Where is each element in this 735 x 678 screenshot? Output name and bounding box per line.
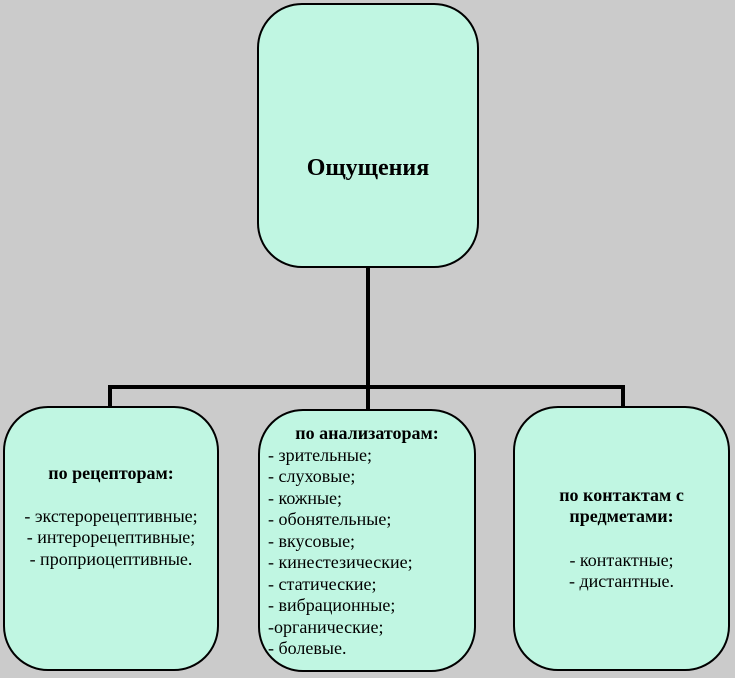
list-item: - вибрационные; [268,595,396,615]
root-box-title: Ощущения [306,155,430,181]
list-item: - интерорецептивные; [26,527,196,547]
branch-header-contacts: по контактам с предметами: [559,484,684,527]
list-item: - контактные; [569,549,674,570]
connector-to-receptors-box [108,385,112,409]
list-item: - обонятельные; [268,509,392,529]
list-item: - экстерорецептивные; [24,505,198,526]
root-box-sensations: Ощущения [257,3,479,268]
branch-box-analyzers: по анализаторам: - зрительные; - слуховы… [258,409,476,672]
connector-to-contacts-box [621,385,625,409]
list-item: - статические; [268,573,377,594]
branch-header-receptors: по рецепторам: [48,463,174,483]
list-item: - проприоцептивные. [29,548,193,569]
list-item: - слуховые; [268,466,356,486]
branch-header-analyzers: по анализаторам: [295,423,439,443]
list-item: - зрительные; [268,444,373,465]
list-item: - кожные; [268,487,343,508]
list-item: -органические; [268,616,384,637]
branch-box-receptors: по рецепторам: - экстерорецептивные; - и… [3,406,219,671]
list-item: - кинестезические; [268,552,413,572]
connector-horizontal-bar [108,385,625,389]
connector-root-to-horizontal [366,267,370,413]
list-item: - болевые. [268,638,347,658]
list-item: - дистантные. [568,571,675,591]
list-item: - вкусовые; [268,530,356,551]
branch-box-contacts: по контактам с предметами: - контактные;… [513,406,730,671]
